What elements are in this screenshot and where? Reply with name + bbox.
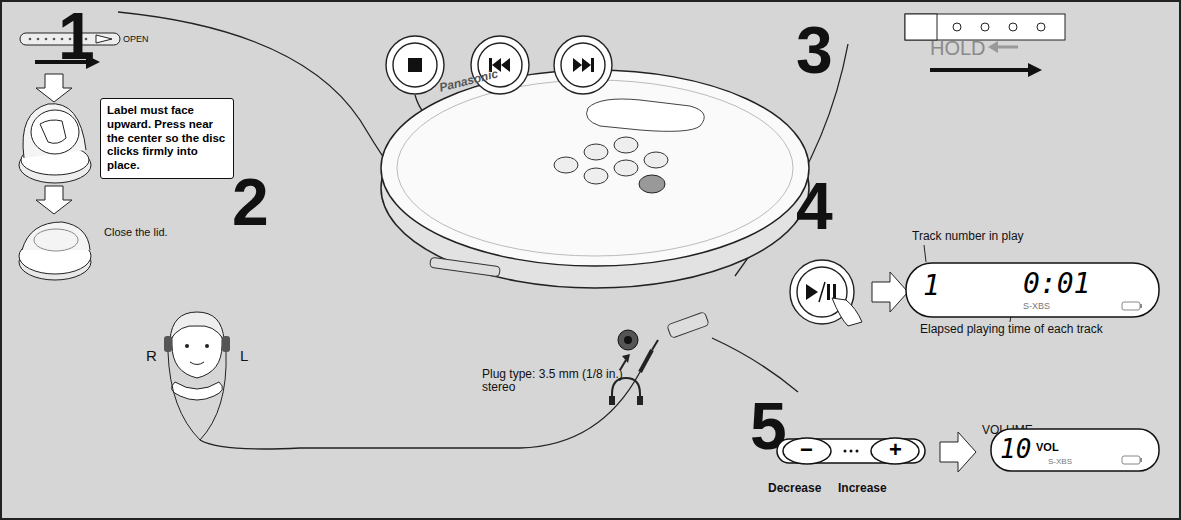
rocker-outline [776,436,926,466]
callout-number: 3 [796,14,833,87]
lcd-display: 10 VOL S-XBS [990,428,1160,472]
track-number: 1 [923,272,940,300]
elapsed-time: 0:01 [1023,270,1090,298]
button-label: Decrease [768,482,821,495]
channel-label: L [240,348,248,365]
volume-buttons: −+ [776,436,926,466]
callout-number: 1 [58,0,95,73]
callout-number: 2 [232,166,269,239]
mode-label: S-XBS [1048,458,1072,466]
display-note: Track number in play [912,230,1024,243]
lcd-display: 1 0:01S-XBS [905,262,1160,318]
callout-number: 4 [796,170,833,243]
volume-level: 10 [1000,436,1031,462]
callout-box: Label must face upward. Press near the c… [100,98,234,179]
mode-label: S-XBS [1023,302,1050,311]
display-note: Elapsed playing time of each track [920,323,1103,336]
switch-label: OPEN [123,35,149,45]
channel-label: R [146,348,157,365]
button-symbol: − [800,439,813,461]
plug-note: Plug type: 3.5 mm (1/8 in.) stereo [482,368,632,394]
callout-text: Label must face upward. Press near the c… [107,104,227,173]
switch-label: HOLD [930,37,986,59]
button-label: Increase [838,482,887,495]
step-note: Close the lid. [104,226,168,238]
button-symbol: + [889,439,902,461]
volume-label: VOL [1036,442,1059,453]
